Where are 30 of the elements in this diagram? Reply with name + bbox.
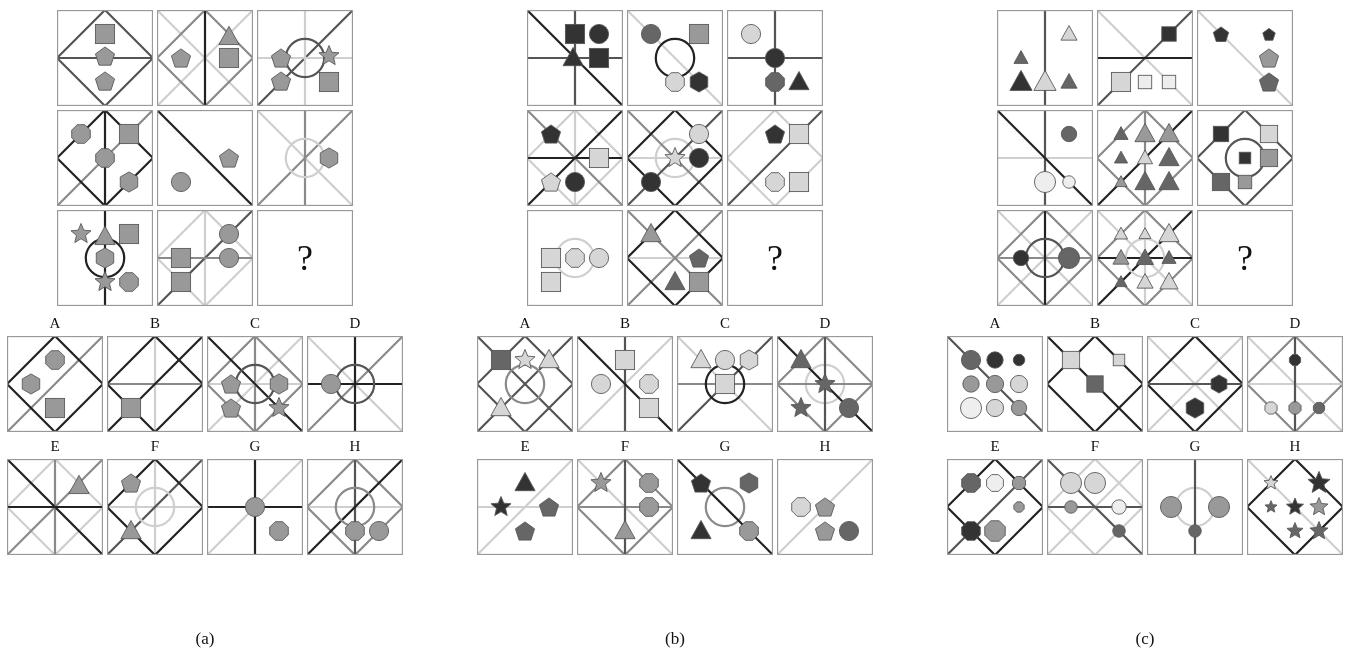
option-letter: B	[1090, 316, 1100, 331]
question-mark: ?	[297, 240, 313, 276]
option-letter: B	[620, 316, 630, 331]
option-letter: A	[49, 316, 61, 331]
option-letter: D	[349, 316, 361, 331]
option-letter: C	[1190, 316, 1200, 331]
option-letter: G	[249, 439, 261, 454]
subfigure-caption: (a)	[195, 630, 215, 647]
option-letter: E	[990, 439, 1000, 454]
subfigure-caption: (b)	[665, 630, 685, 647]
option-letter: H	[349, 439, 361, 454]
option-letter: G	[719, 439, 731, 454]
option-letter: E	[520, 439, 530, 454]
option-letter: D	[819, 316, 831, 331]
option-letter: A	[989, 316, 1001, 331]
option-letter: F	[1090, 439, 1100, 454]
option-letter: H	[819, 439, 831, 454]
option-letter: C	[720, 316, 730, 331]
option-letter: G	[1189, 439, 1201, 454]
question-mark: ?	[1237, 240, 1253, 276]
option-letter: A	[519, 316, 531, 331]
option-letter: D	[1289, 316, 1301, 331]
question-mark: ?	[767, 240, 783, 276]
option-letter: F	[150, 439, 160, 454]
option-letter: H	[1289, 439, 1301, 454]
option-letter: B	[150, 316, 160, 331]
option-letter: F	[620, 439, 630, 454]
subfigure-caption: (c)	[1135, 630, 1155, 647]
option-letter: C	[250, 316, 260, 331]
option-letter: E	[50, 439, 60, 454]
